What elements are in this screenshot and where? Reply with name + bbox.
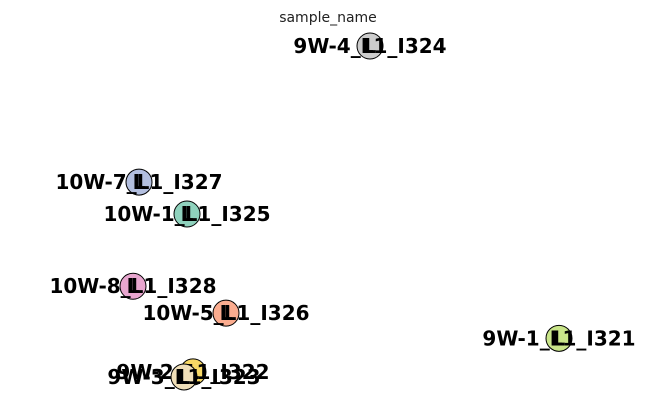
point-marker — [173, 200, 201, 228]
point-marker — [212, 299, 240, 327]
point-label: 9W-1_L1_I321 — [482, 326, 635, 350]
point-label: 9W-4_L1_I324 — [293, 34, 446, 58]
scatter-point: L9W-4_L1_I324 — [293, 32, 447, 60]
point-label: 10W-5_L1_I326 — [142, 301, 309, 325]
chart-title: sample_name — [279, 10, 377, 26]
scatter-point: L9W-3_L1_I323 — [107, 363, 261, 391]
point-marker-glyph: L — [364, 34, 377, 58]
point-marker-glyph: L — [127, 274, 140, 298]
point-marker-glyph: L — [220, 301, 233, 325]
point-label: 9W-3_L1_I323 — [107, 365, 260, 389]
point-marker — [545, 324, 573, 352]
point-marker — [119, 272, 147, 300]
point-label: 10W-8_L1_I328 — [49, 274, 216, 298]
scatter-point: L9W-1_L1_I321 — [482, 324, 636, 352]
point-label: 10W-1_L1_I325 — [103, 202, 270, 226]
point-marker — [170, 363, 198, 391]
point-marker — [356, 32, 384, 60]
point-marker-glyph: L — [553, 326, 566, 350]
point-marker-glyph: L — [181, 202, 194, 226]
point-marker — [125, 168, 153, 196]
point-marker-glyph: L — [178, 365, 191, 389]
point-layer: L9W-4_L1_I324L10W-7_L1_I327L10W-1_L1_I32… — [49, 32, 636, 391]
point-label: 10W-7_L1_I327 — [55, 170, 222, 194]
point-marker-glyph: L — [133, 170, 146, 194]
